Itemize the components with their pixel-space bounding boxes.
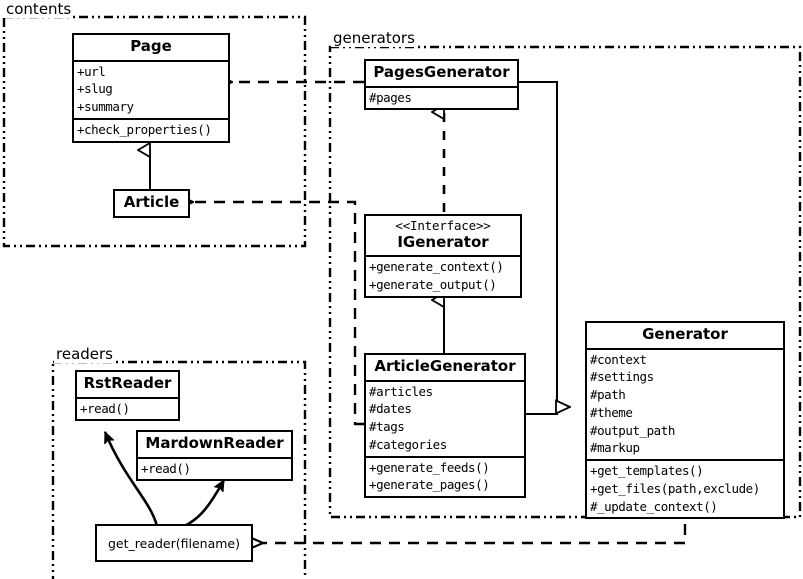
- class-methods-rstreader: +read(): [77, 396, 178, 420]
- class-box-page[interactable]: Page +url +slug +summary +check_properti…: [72, 33, 230, 143]
- method: #_update_context(): [590, 498, 718, 514]
- class-attributes-page: +url +slug +summary: [74, 59, 228, 118]
- class-attributes-pagesgenerator: #pages: [366, 85, 517, 109]
- attribute: +url: [77, 63, 106, 79]
- class-methods-articlegenerator: +generate_feeds() +generate_pages(): [366, 455, 524, 497]
- function-label-get-reader: get_reader(filename): [108, 535, 240, 551]
- method: +generate_output(): [369, 277, 497, 293]
- attribute: #context: [590, 351, 647, 367]
- edge-articlegenerator-to-article: [193, 202, 364, 426]
- method: +generate_pages(): [369, 477, 490, 493]
- method: +get_files(path,exclude): [590, 480, 760, 496]
- method: +read(): [141, 460, 191, 476]
- attribute: #tags: [369, 419, 405, 435]
- method: +generate_feeds(): [369, 459, 490, 475]
- attribute: #pages: [369, 89, 412, 105]
- attribute: +slug: [77, 81, 113, 97]
- package-label-contents: contents: [4, 0, 74, 18]
- class-methods-mardownreader: +read(): [138, 456, 291, 480]
- method: +get_templates(): [590, 463, 704, 479]
- class-box-pagesgenerator[interactable]: PagesGenerator #pages: [364, 59, 519, 111]
- class-name-article: Article: [123, 193, 180, 211]
- class-box-generator[interactable]: Generator #context #settings #path #them…: [585, 321, 785, 520]
- method: +read(): [80, 400, 130, 416]
- function-box-get-reader[interactable]: get_reader(filename): [95, 524, 253, 562]
- class-methods-igenerator: +generate_context() +generate_output(): [366, 255, 520, 296]
- class-box-article[interactable]: Article: [113, 189, 190, 218]
- attribute: #categories: [369, 436, 447, 452]
- class-methods-page: +check_properties(): [74, 117, 228, 141]
- class-box-igenerator[interactable]: <<Interface>> IGenerator +generate_conte…: [364, 214, 522, 298]
- attribute: #dates: [369, 401, 412, 417]
- class-box-articlegenerator[interactable]: ArticleGenerator #articles #dates #tags …: [364, 353, 526, 499]
- class-name-articlegenerator: ArticleGenerator: [374, 357, 516, 375]
- class-name-pagesgenerator: PagesGenerator: [373, 63, 510, 81]
- class-methods-generator: +get_templates() +get_files(path,exclude…: [587, 459, 783, 517]
- attribute: #path: [590, 387, 626, 403]
- attribute: #output_path: [590, 422, 675, 438]
- class-name-mardownreader: MardownReader: [145, 434, 284, 452]
- attribute: #markup: [590, 440, 640, 456]
- package-label-generators: generators: [331, 29, 417, 47]
- class-attributes-articlegenerator: #articles #dates #tags #categories: [366, 379, 524, 456]
- package-label-readers: readers: [54, 345, 115, 363]
- class-name-igenerator-text: IGenerator: [397, 232, 489, 251]
- method: +check_properties(): [77, 121, 212, 137]
- class-box-rstreader[interactable]: RstReader +read(): [75, 370, 180, 422]
- method: +generate_context(): [369, 259, 504, 275]
- attribute: #settings: [590, 369, 654, 385]
- class-stereotype-igenerator: <<Interface>>: [395, 218, 491, 233]
- attribute: #articles: [369, 383, 433, 399]
- attribute: #theme: [590, 404, 633, 420]
- edge-articlegenerator-to-generator: [526, 407, 570, 415]
- attribute: +summary: [77, 99, 134, 115]
- class-box-mardownreader[interactable]: MardownReader +read(): [136, 430, 293, 482]
- class-name-rstreader: RstReader: [83, 374, 172, 392]
- class-name-page: Page: [130, 37, 172, 55]
- class-name-generator: Generator: [642, 325, 728, 343]
- class-attributes-generator: #context #settings #path #theme #output_…: [587, 347, 783, 460]
- class-name-igenerator: <<Interface>> IGenerator: [366, 216, 520, 255]
- edge-getreader-to-mardownreader: [179, 480, 226, 530]
